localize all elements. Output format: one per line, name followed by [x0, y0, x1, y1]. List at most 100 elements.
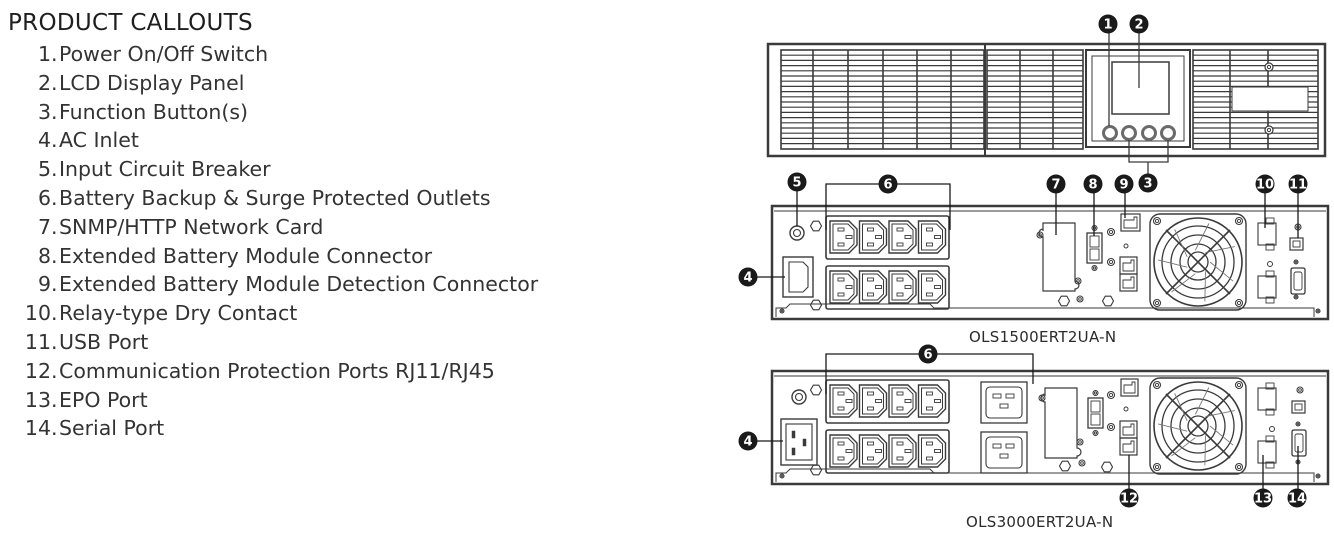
ac-inlet-pin: [802, 438, 807, 447]
dry-contact-screw: [1265, 217, 1275, 225]
fan-housing: [1149, 377, 1247, 475]
c19-outlet-icon: [980, 381, 1028, 424]
callout-separator: .: [51, 416, 58, 441]
callout-item: 12.Communication Protection Ports RJ11/R…: [8, 357, 538, 386]
fan-blade: [1205, 246, 1235, 254]
callout-marker-2: [1129, 14, 1149, 34]
screw-center-icon: [1154, 218, 1160, 224]
screw-icon: [1152, 216, 1162, 226]
power-switch-button[interactable]: [1102, 125, 1118, 141]
callout-separator: .: [51, 157, 58, 182]
callout-marker-label: 13: [1254, 492, 1272, 507]
callout-label: Input Circuit Breaker: [59, 157, 271, 182]
screw-icon: [1106, 227, 1116, 237]
model-label-1500: OLS1500ERT2UA-N: [969, 328, 1117, 346]
screw-icon: [1234, 298, 1244, 308]
outlet-pin: [926, 391, 933, 396]
outlet-pin: [934, 449, 941, 453]
screw-icon: [1078, 459, 1086, 467]
callout-label: Relay-type Dry Contact: [59, 301, 298, 326]
callout-marker-label: 1: [1103, 18, 1112, 33]
screw-icon: [1234, 380, 1244, 390]
front-grille-middle: [986, 49, 1084, 150]
outlet-pin: [867, 456, 874, 461]
screw-center-icon: [1093, 391, 1098, 395]
callout-number: 13: [24, 387, 51, 412]
callout-number: 10: [24, 301, 51, 326]
callout-label: USB Port: [59, 329, 149, 354]
callout-marker-12: [1119, 488, 1139, 508]
callout-marker-label: 8: [1088, 178, 1097, 193]
screw-center-icon: [1076, 279, 1080, 283]
fan-guard-ring: [1170, 234, 1226, 290]
c13-outlet-inner: [862, 437, 884, 465]
circuit-breaker-icon: [791, 389, 807, 405]
rear-chassis-frame: [770, 204, 1330, 321]
leader-line-6-bracket-3000: [825, 353, 1034, 394]
function-button-2[interactable]: [1141, 125, 1157, 141]
ac-inlet-pin: [791, 430, 796, 439]
callout-separator: .: [51, 99, 58, 124]
fan-guard-ring: [1179, 243, 1217, 281]
screw-icon: [1106, 390, 1116, 400]
callout-marker-8: [1083, 174, 1103, 194]
fan-blade: [1174, 229, 1188, 257]
outlet-pin: [875, 285, 882, 289]
fan-guard-ring: [1153, 217, 1243, 307]
callout-marker-6: [918, 344, 938, 364]
callout-separator: .: [51, 42, 58, 66]
callout-item: 9.Extended Battery Module Detection Conn…: [8, 270, 538, 299]
callout-marker-4: [738, 431, 758, 451]
c13-outlet-inner: [921, 273, 943, 301]
callout-separator: .: [51, 301, 58, 326]
c13-outlet-icon: [917, 220, 947, 254]
callout-marker-label: 6: [883, 178, 892, 193]
outlet-pin: [837, 292, 845, 297]
ground-nut-icon: [809, 220, 823, 232]
callout-number: 3: [37, 99, 51, 124]
screw-center-icon: [1108, 392, 1114, 398]
callout-number: 7: [37, 214, 51, 239]
screw-icon: [1091, 264, 1098, 272]
outlet-pin: [837, 391, 845, 396]
callout-item: 8.Extended Battery Module Connector: [8, 242, 538, 271]
callout-label: Communication Protection Ports RJ11/RJ45: [59, 358, 495, 383]
function-button-3[interactable]: [1160, 125, 1176, 141]
screw-center-icon: [1108, 424, 1114, 430]
c13-outlet-icon: [888, 220, 917, 254]
callout-marker-7: [1046, 174, 1066, 194]
outlet-pin: [926, 227, 933, 232]
rj-port-jack: [1122, 440, 1135, 453]
c13-outlet-icon: [858, 220, 888, 254]
screw-center-icon: [780, 474, 784, 478]
grille-frame: [1192, 49, 1319, 150]
fan-blade: [1171, 437, 1196, 457]
callout-marker-label: 3: [1143, 177, 1152, 192]
callout-separator: .: [51, 358, 58, 383]
function-button-1[interactable]: [1121, 125, 1137, 141]
outlet-pin: [867, 227, 874, 232]
ground-nut-icon: [1057, 295, 1071, 307]
ground-nut-icon: [809, 299, 823, 311]
screw-icon: [1293, 294, 1299, 300]
screw-icon: [1038, 394, 1046, 402]
screw-center-icon: [1266, 127, 1272, 133]
c13-outlet-icon: [888, 270, 917, 304]
serial-port-inner: [1294, 433, 1304, 453]
rj-port-jack: [1123, 216, 1138, 229]
screw-icon: [1106, 422, 1116, 432]
circuit-breaker-button: [792, 228, 802, 238]
callout-item: 5.Input Circuit Breaker: [8, 155, 538, 184]
fan-guard-ring: [1161, 225, 1235, 299]
c19-outlet-inner: [985, 436, 1023, 469]
outlet-pin: [896, 227, 904, 232]
outlet-pin: [904, 285, 912, 289]
usb-port-icon: [1291, 400, 1306, 414]
callout-separator: .: [51, 70, 58, 95]
screw-center-icon: [1154, 464, 1160, 470]
fan-blade: [1209, 261, 1234, 282]
outlet-pin: [845, 399, 853, 403]
callout-marker-4: [738, 267, 758, 287]
